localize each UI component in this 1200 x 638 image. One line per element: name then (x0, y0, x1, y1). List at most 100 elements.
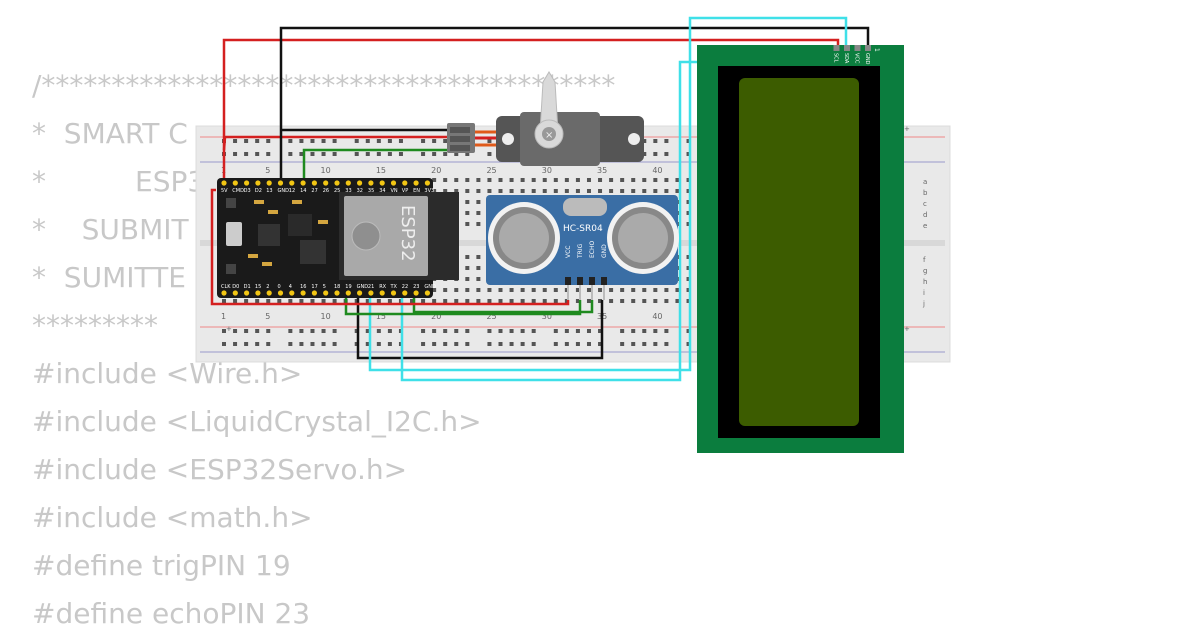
lcd-pin[interactable] (833, 45, 840, 51)
wire-red-servo (222, 135, 450, 151)
code-line: #include <LiquidCrystal_I2C.h> (32, 405, 482, 438)
code-background: /***************************************… (32, 62, 615, 638)
esp32-pin[interactable] (244, 290, 250, 296)
esp32-pin[interactable] (334, 290, 340, 296)
esp32-pin[interactable] (379, 180, 385, 186)
code-line: /***************************************… (32, 69, 616, 102)
column-number: 10 (321, 166, 331, 175)
esp32-pin[interactable] (244, 180, 250, 186)
esp32-pin-label: 2 (266, 284, 269, 290)
esp32-pin[interactable] (311, 290, 317, 296)
lcd-pin[interactable] (854, 45, 861, 51)
esp32-pin-label: VN (391, 188, 398, 194)
esp32-pin-label: RX (379, 284, 386, 290)
column-number: 15 (376, 312, 386, 321)
esp32-pin-label: 18 (334, 284, 340, 290)
esp32-pin[interactable] (424, 290, 430, 296)
code-line: #define echoPIN 23 (32, 597, 311, 630)
esp32-pin-label: 15 (255, 284, 261, 290)
esp32-pin[interactable] (357, 290, 363, 296)
esp32-pin[interactable] (413, 290, 419, 296)
esp32-pin[interactable] (221, 290, 227, 296)
wire-green-echo (412, 290, 594, 314)
esp32-pin[interactable] (232, 180, 238, 186)
code-line: * ESP3 (32, 165, 206, 198)
esp32-pin[interactable] (255, 290, 261, 296)
sensor-pin[interactable] (577, 277, 583, 285)
esp32-pin-label: 12 (289, 188, 295, 194)
esp32-pin[interactable] (368, 180, 374, 186)
sensor-pin[interactable] (601, 277, 607, 285)
column-number: 25 (486, 166, 496, 175)
lcd-pin[interactable] (865, 45, 871, 51)
column-number: 20 (431, 312, 441, 321)
esp32-pin[interactable] (424, 180, 430, 186)
esp32-pin[interactable] (413, 180, 419, 186)
esp32-pin[interactable] (323, 290, 329, 296)
esp32-pin-label: 27 (311, 188, 317, 194)
esp32-pin[interactable] (334, 180, 340, 186)
esp32-pin[interactable] (345, 290, 351, 296)
rail-plus-label-top: + (904, 125, 910, 133)
esp32-pin[interactable] (289, 290, 295, 296)
column-number: 40 (652, 312, 662, 321)
column-number: 35 (597, 166, 607, 175)
esp32-pin[interactable] (266, 180, 272, 186)
esp32-pin-label: CMD (232, 188, 244, 194)
esp32-pin[interactable] (402, 290, 408, 296)
esp32-pin-label: 34 (379, 188, 385, 194)
lcd-pin-number: 1 (873, 48, 880, 52)
esp32-pin[interactable] (357, 180, 363, 186)
esp32-pin[interactable] (232, 290, 238, 296)
row-letter: c (923, 200, 927, 208)
sensor-pin-label: VCC (565, 246, 572, 258)
row-letter: d (923, 211, 927, 219)
esp32-pin-label: 14 (300, 188, 306, 194)
esp32-pin[interactable] (266, 290, 272, 296)
esp32-pin[interactable] (255, 180, 261, 186)
esp32-pin[interactable] (277, 180, 284, 186)
code-line: * SUBMIT (32, 213, 189, 246)
esp32-pin[interactable] (300, 180, 306, 186)
esp32-pin-label: 17 (311, 284, 317, 290)
lcd-pin[interactable] (844, 45, 850, 51)
esp32-pin-label: GND (278, 188, 290, 194)
esp32-pin-label: TX (390, 284, 398, 290)
servo-motor[interactable]: × (447, 71, 644, 166)
esp32-pin[interactable] (390, 180, 397, 186)
row-letter: g (923, 267, 927, 275)
column-number: 20 (431, 166, 441, 175)
esp32-pin[interactable] (311, 180, 317, 186)
esp32-pin[interactable] (368, 290, 374, 296)
esp32-pin[interactable] (323, 180, 329, 186)
esp32-pin[interactable] (402, 180, 408, 186)
esp32-pin[interactable] (345, 180, 351, 186)
wire-black-sensor (356, 290, 604, 360)
esp32-pin[interactable] (221, 180, 227, 186)
esp32-pin[interactable] (289, 180, 295, 186)
sensor-pin[interactable] (565, 277, 571, 285)
wires[interactable] (210, 16, 870, 382)
esp32-pin-label: 16 (300, 284, 306, 290)
sensor-pin-label: ECHO (589, 241, 596, 258)
column-number: 5 (265, 312, 270, 321)
lcd-pin-label: SDA (843, 53, 849, 64)
esp32-pin[interactable] (277, 290, 284, 296)
sensor-pin-label: TRIG (577, 243, 584, 259)
esp32-pin[interactable] (300, 290, 306, 296)
esp32-pin[interactable] (379, 290, 385, 296)
code-line: #define trigPIN 19 (32, 549, 291, 582)
column-number: 15 (376, 166, 386, 175)
esp32-pin-label: CLK (221, 284, 231, 290)
svg-text:×: × (545, 130, 553, 141)
esp32-pin-label: EN (413, 188, 420, 194)
esp32-pin[interactable] (390, 290, 397, 296)
sensor-pin[interactable] (589, 277, 595, 285)
row-letter: i (923, 289, 925, 297)
sensor-label: HC-SR04 (563, 224, 603, 234)
column-number: 1 (221, 312, 226, 321)
